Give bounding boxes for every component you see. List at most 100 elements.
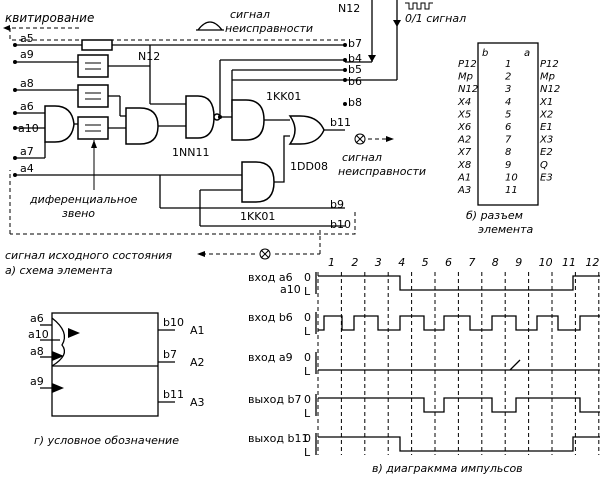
lamp-bottom-icon — [259, 248, 271, 260]
connector-cell-num: 9 — [505, 160, 511, 171]
input-a6: a6 — [20, 100, 34, 113]
connector-cell-num: 11 — [505, 185, 518, 196]
connector-cell-b: P12 — [458, 59, 477, 70]
connector-header-a: a — [524, 48, 530, 59]
diff-box-3 — [77, 116, 109, 140]
connector-cell-a: X1 — [539, 97, 553, 108]
signal01-label: 0/1 сигнал — [405, 12, 466, 25]
signal-neispr-right-1: сигнал — [342, 151, 382, 164]
schema-caption: а) схема элемента — [5, 264, 113, 277]
kvit-label: квитирование — [5, 11, 94, 25]
symbol-in-a8: a8 — [30, 345, 44, 358]
symbol-name-A3: A3 — [190, 396, 205, 409]
timing-level-hi: 0 — [304, 432, 311, 445]
connector-cell-b: X6 — [457, 122, 471, 133]
input-a5: a5 — [20, 32, 34, 45]
connector-cell-b: A2 — [457, 135, 471, 146]
timing-row-label: вход а9 — [248, 351, 293, 364]
connector-cell-a: P12 — [540, 59, 559, 70]
connector-cell-a: Q — [540, 160, 548, 171]
timing-col-label: 3 — [375, 256, 382, 269]
lamp-right-icon — [354, 133, 366, 145]
timing-row-label: выход b11 — [248, 432, 309, 445]
kk01-lower-label: 1KK01 — [240, 210, 275, 223]
and-gate-1 — [125, 107, 159, 145]
output-b6: b6 — [348, 75, 362, 88]
connector-header-b: b — [482, 48, 488, 59]
symbol-body — [51, 312, 159, 417]
output-b10: b10 — [330, 218, 351, 231]
diff-box-1 — [77, 54, 109, 78]
symbol-caption: г) условное обозначение — [34, 434, 179, 447]
connector-cell-num: 2 — [505, 72, 511, 83]
connector-cell-a: X2 — [539, 109, 553, 120]
timing-caption: в) диагракмма импульсов — [372, 462, 523, 475]
resistor — [81, 39, 113, 51]
timing-col-label: 7 — [468, 256, 475, 269]
timing-waveform — [318, 275, 600, 291]
and-gate-1kk01-lower — [241, 161, 275, 203]
schematic: квитирование a5 a9 a8 a6 a10 a7 a4 N12 — [3, 0, 466, 277]
connector-caption-1: б) разъем — [466, 209, 523, 222]
timing-col-label: 5 — [422, 256, 429, 269]
symbol-name-A2: A2 — [190, 356, 205, 369]
symbol-in-a6: a6 — [30, 312, 44, 325]
input-a7: a7 — [20, 145, 34, 158]
timing-col-label: 11 — [562, 256, 576, 269]
connector-cell-a: E3 — [540, 172, 553, 183]
connector-cell-b: Mp — [458, 72, 473, 83]
timing-waveform — [318, 397, 600, 413]
connector-cell-num: 6 — [505, 122, 511, 133]
connector-cell-b: N12 — [458, 84, 478, 95]
timing-col-label: 10 — [539, 256, 553, 269]
lamp-top-icon — [197, 21, 223, 31]
output-b11: b11 — [330, 116, 351, 129]
input-a8: a8 — [20, 77, 34, 90]
output-b7: b7 — [348, 37, 362, 50]
input-a9: a9 — [20, 48, 34, 61]
connector-cell-num: 7 — [505, 135, 512, 146]
frame-bottom — [10, 212, 356, 235]
connector-cell-b: A3 — [457, 185, 471, 196]
symbol-out-b10: b10 — [163, 316, 184, 329]
timing-col-label: 2 — [351, 256, 358, 269]
timing-waveform — [318, 315, 600, 331]
connector-cell-num: 5 — [505, 109, 511, 120]
symbol-or-arc — [51, 317, 66, 367]
and-gate-1kk01-upper — [231, 99, 265, 141]
timing-level-lo: L — [304, 407, 311, 420]
connector-cell-b: A1 — [457, 172, 471, 183]
nand-label: 1NN11 — [172, 146, 209, 159]
output-b9: b9 — [330, 198, 344, 211]
timing-col-label: 1 — [328, 256, 335, 269]
symbol-in-a10: a10 — [28, 328, 49, 341]
connector-cell-num: 8 — [505, 147, 511, 158]
dif-zveno-1: диференциальное — [29, 193, 138, 206]
symbol-in-a9: a9 — [30, 375, 44, 388]
timing-col-label: 6 — [445, 256, 452, 269]
connector-cell-b: X5 — [457, 109, 471, 120]
dd08-label: 1DD08 — [290, 160, 328, 173]
timing-level-hi: 0 — [304, 271, 311, 284]
timing-col-label: 8 — [492, 256, 499, 269]
symbol-out-b11: b11 — [163, 388, 184, 401]
connector-cell-num: 4 — [505, 97, 511, 108]
timing-row-label: вход а6 — [248, 271, 293, 284]
timing-waveform — [318, 359, 600, 371]
or-gate-input — [44, 105, 75, 143]
timing-col-label: 9 — [515, 256, 522, 269]
timing-columns: 12345678910111213 — [317, 256, 599, 455]
frame-top — [9, 28, 345, 41]
pulse-icon — [405, 2, 433, 10]
timing-level-lo: L — [304, 446, 311, 459]
connector-cell-num: 10 — [505, 172, 518, 183]
